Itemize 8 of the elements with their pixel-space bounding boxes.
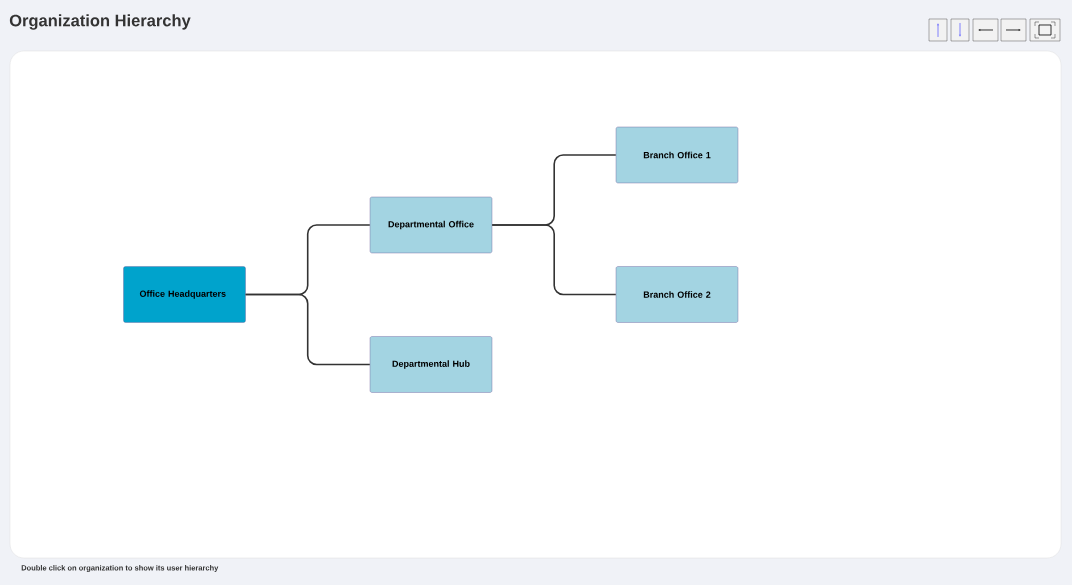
org-box: Branch Office 2 — [615, 266, 739, 323]
connector-line — [491, 224, 617, 296]
connector-line — [244, 293, 371, 366]
org-box: Office Headquarters — [123, 266, 246, 323]
org-box: Departmental Hub — [369, 336, 493, 393]
org-box: Departmental Office — [369, 196, 493, 254]
org-box: Branch Office 1 — [615, 126, 739, 184]
page-title: Organization Hierarchy — [9, 14, 191, 30]
